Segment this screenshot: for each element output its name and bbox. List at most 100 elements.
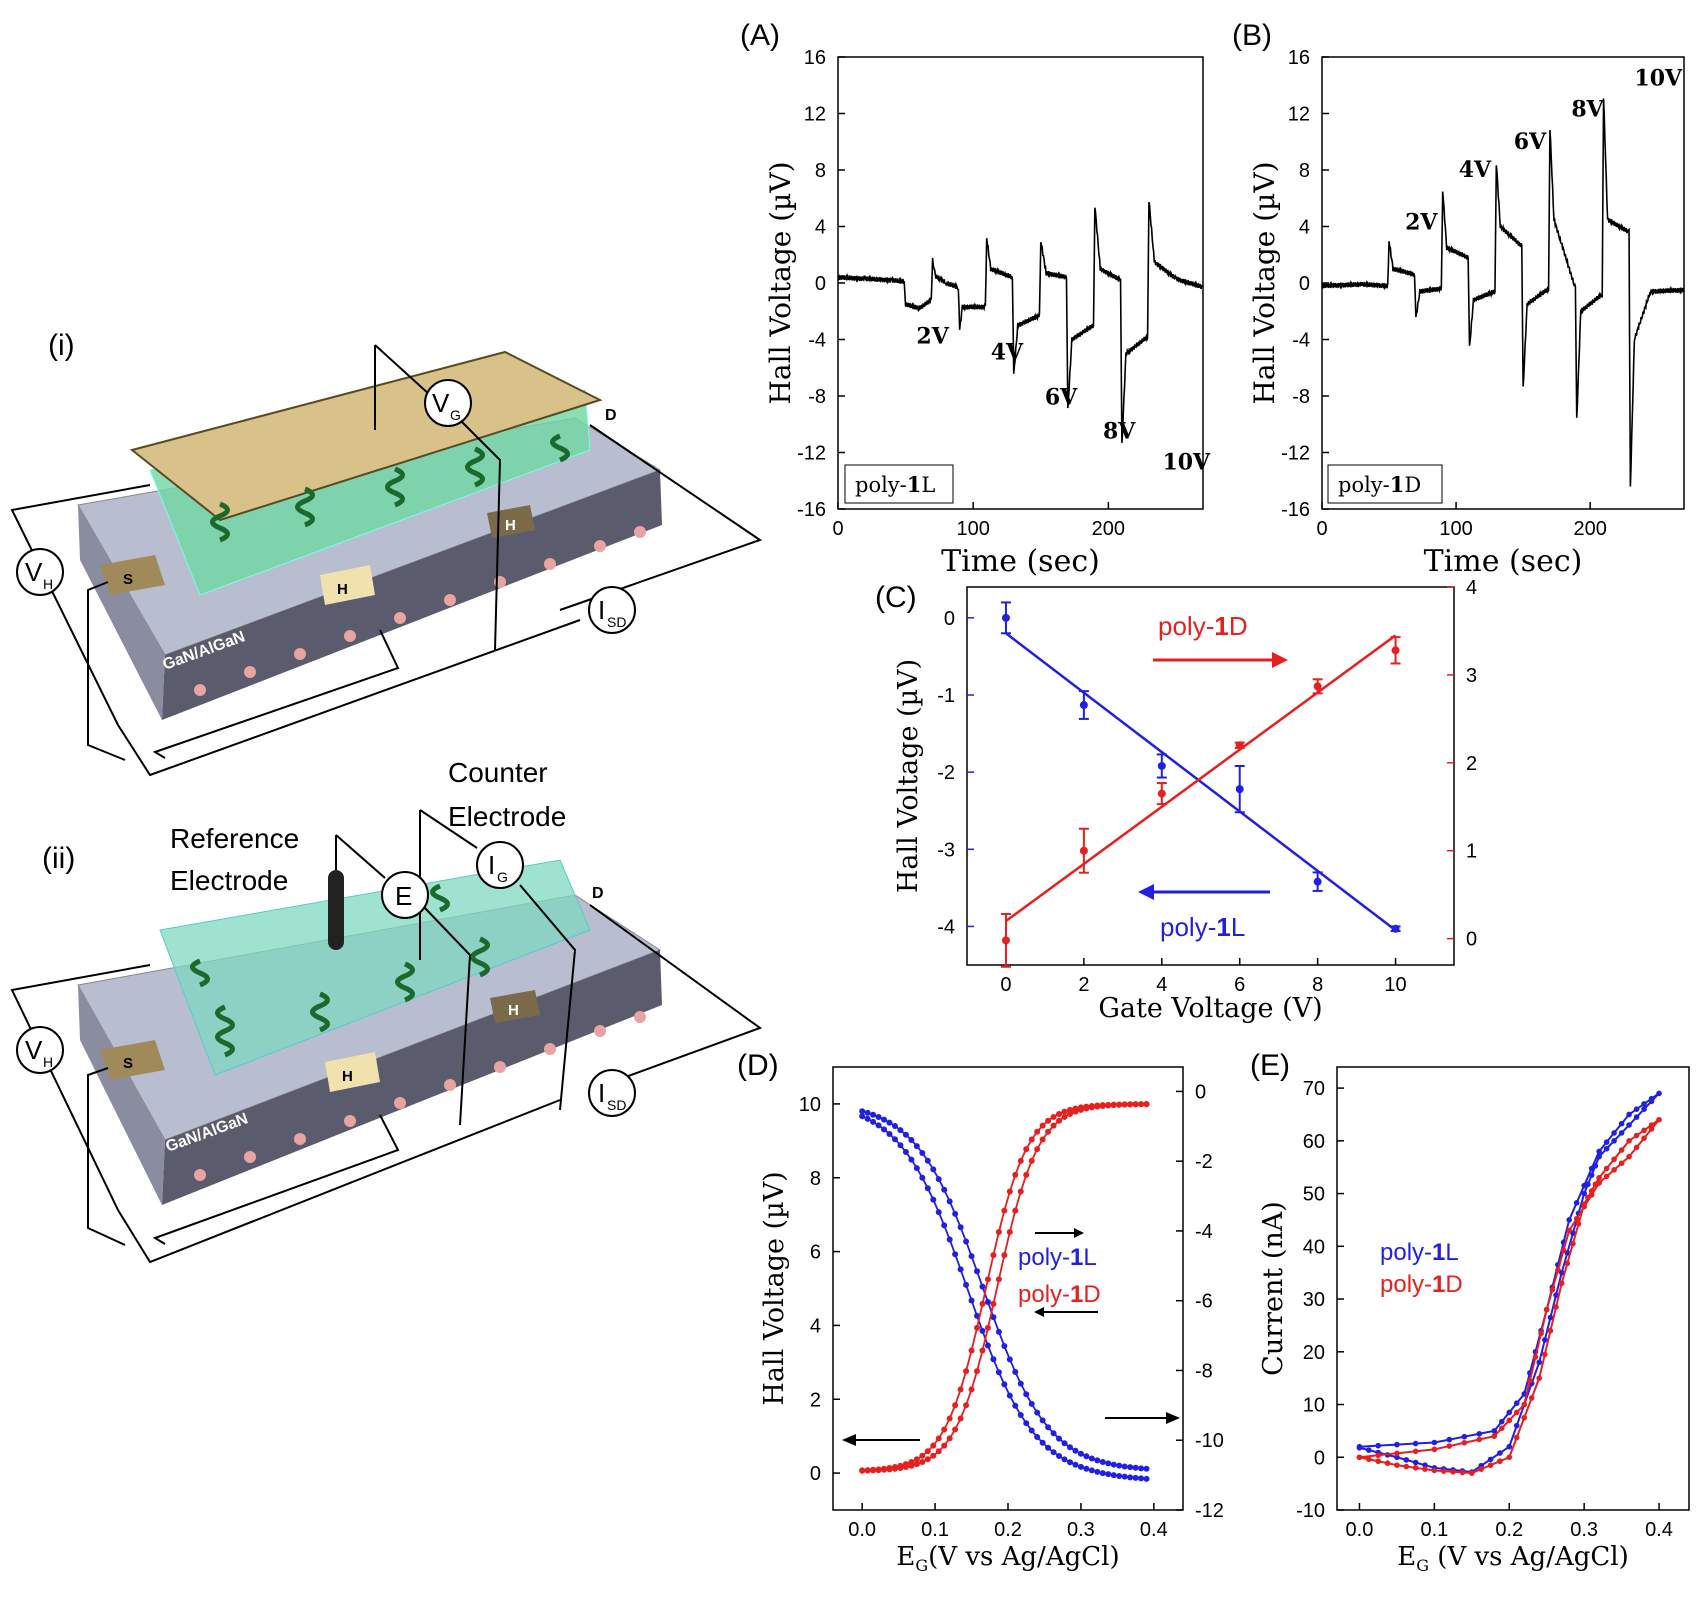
data-point-poly-1D: [1596, 1174, 1602, 1181]
label-prefix: poly-: [1160, 912, 1216, 942]
data-point-poly-1D: [1056, 1117, 1063, 1124]
data-point-poly-1D: [930, 1442, 937, 1449]
panel-time-ytick-label-left: -16: [797, 499, 826, 521]
arrowhead: [1166, 1412, 1180, 1424]
x-axis-label: Time (sec): [1424, 544, 1583, 579]
data-point-poly-1D: [1536, 1375, 1543, 1381]
data-point-poly-1D: [1366, 1456, 1372, 1463]
panel-D-xtick-label: 0.0: [848, 1519, 876, 1541]
data-point-poly-1L: [1394, 1441, 1400, 1448]
panel-E-xtick-label: 0.4: [1645, 1519, 1673, 1541]
data-point-poly-1D: [968, 1386, 975, 1393]
x-label-rest: (V vs Ag/AgCl): [1429, 1542, 1629, 1572]
x-label-sub: G: [1416, 1556, 1429, 1575]
data-point-poly-1D: [935, 1448, 942, 1455]
data-point-poly-1D: [1648, 1126, 1655, 1132]
data-point-poly-1D: [1542, 1351, 1548, 1358]
data-point-poly-1L: [1143, 1465, 1150, 1472]
data-point-poly-1D: [1564, 1260, 1571, 1267]
drain-label-i: D: [605, 407, 617, 424]
panel-E-ytick-label-left: -10: [1296, 1500, 1325, 1522]
data-point-poly-1D: [1491, 1433, 1498, 1439]
legend-number: 1: [1390, 472, 1405, 497]
data-point-poly-1L: [1116, 1462, 1123, 1469]
data-point-poly-1D: [1077, 1106, 1084, 1113]
panel-D-ytick-label-right: -4: [1195, 1221, 1213, 1243]
data-point-poly-1D: [1656, 1116, 1662, 1123]
data-point-poly-1L: [1094, 1457, 1101, 1464]
data-point-poly-1L: [1375, 1442, 1381, 1449]
panel-D-xtick-label: 0.3: [1067, 1519, 1095, 1541]
data-point-poly-1D: [1039, 1136, 1046, 1143]
data-point-poly-1D: [1099, 1102, 1106, 1109]
data-point-poly-1L: [1513, 1422, 1520, 1429]
data-point-poly-1L: [1023, 1420, 1030, 1427]
data-point-poly-1D: [1543, 1306, 1550, 1313]
data-point-poly-1L: [1110, 1461, 1117, 1468]
data-point-poly-1D: [1422, 1466, 1428, 1472]
data-point-poly-1L: [1023, 1391, 1030, 1398]
svg-text:SD: SD: [607, 1097, 626, 1113]
data-point-poly-1L: [902, 1148, 909, 1155]
data-point-poly-1L: [1366, 1447, 1372, 1453]
data-point-poly-1L: [957, 1224, 964, 1231]
data-point-poly-1D: [1566, 1227, 1572, 1234]
data-point-poly-1D: [1553, 1304, 1559, 1310]
data-point-poly-1L: [1596, 1153, 1602, 1160]
legend-text: poly-1L: [855, 472, 935, 497]
hall-label-front-ii: H: [342, 1068, 353, 1085]
panel-label-ii: (ii): [42, 842, 75, 875]
hall-pad-front-i: [320, 565, 375, 605]
electrolyte-well-ii: [159, 859, 591, 1076]
data-point-poly-1L: [1061, 1440, 1068, 1447]
data-point-poly-1L: [1121, 1473, 1128, 1480]
y-axis-label: Hall Voltage (µV): [1248, 162, 1281, 405]
data-point-poly-1D: [995, 1228, 1002, 1235]
data-point-poly-1L: [1045, 1424, 1052, 1431]
panel-D-ytick-label-right: 0: [1195, 1081, 1206, 1103]
data-point-poly-1L: [1581, 1190, 1587, 1197]
data-point-poly-1L: [1356, 1444, 1363, 1451]
data-point-poly-1L: [1099, 1459, 1106, 1466]
legend-number: 1: [907, 472, 922, 497]
data-point-poly-1L: [1012, 1402, 1019, 1409]
panel-C-ytick-label-left: -2: [937, 762, 955, 784]
data-point-poly-1D: [1023, 1171, 1030, 1178]
data-point-poly-1L: [1596, 1148, 1602, 1155]
data-point-poly-1L: [902, 1131, 909, 1138]
data-point-poly-1L: [1066, 1459, 1073, 1466]
svg-text:I: I: [598, 595, 605, 625]
data-point-poly-1D: [1555, 1267, 1561, 1273]
y-axis-label: Current (nA): [1258, 1201, 1289, 1376]
data-point-poly-1L: [1431, 1439, 1438, 1446]
data-point-poly-1L: [897, 1127, 904, 1134]
panel-time-ytick-label-left: 0: [815, 273, 826, 295]
data-point-poly-1D: [1088, 1104, 1095, 1111]
data-point-poly-1L: [1017, 1411, 1024, 1418]
data-point-poly-1L: [1633, 1106, 1640, 1112]
data-point-poly-1D: [891, 1465, 898, 1472]
panel-D-xtick-label: 0.1: [921, 1519, 949, 1541]
data-point-poly-1L: [1088, 1455, 1095, 1462]
data-point-poly-1D: [1560, 1247, 1567, 1254]
label-number: 1: [1216, 912, 1230, 942]
data-point-poly-1D: [946, 1415, 953, 1422]
data-point-poly-1D: [1575, 1221, 1582, 1227]
step-annotation: 8V: [1103, 418, 1136, 444]
data-point-poly-1L: [1542, 1337, 1548, 1343]
step-annotation: 8V: [1571, 96, 1604, 122]
arrowhead: [1034, 1307, 1044, 1317]
data-point-poly-1L: [1313, 877, 1322, 886]
panel-D-xtick-label: 0.4: [1140, 1519, 1168, 1541]
panel-C-xtick-label: 8: [1312, 974, 1323, 996]
data-point-poly-1L: [897, 1142, 904, 1149]
arrowhead: [1074, 1228, 1084, 1238]
data-point-poly-1L: [1138, 1465, 1145, 1472]
data-point-poly-1L: [968, 1253, 975, 1260]
data-point-poly-1L: [913, 1165, 920, 1172]
data-point-poly-1L: [1034, 1434, 1041, 1441]
substrate-side-ii: [78, 985, 165, 1205]
data-point-poly-1D: [1476, 1436, 1483, 1443]
panel-C-xtick-label: 6: [1234, 974, 1245, 996]
data-point-poly-1L: [1079, 701, 1088, 710]
